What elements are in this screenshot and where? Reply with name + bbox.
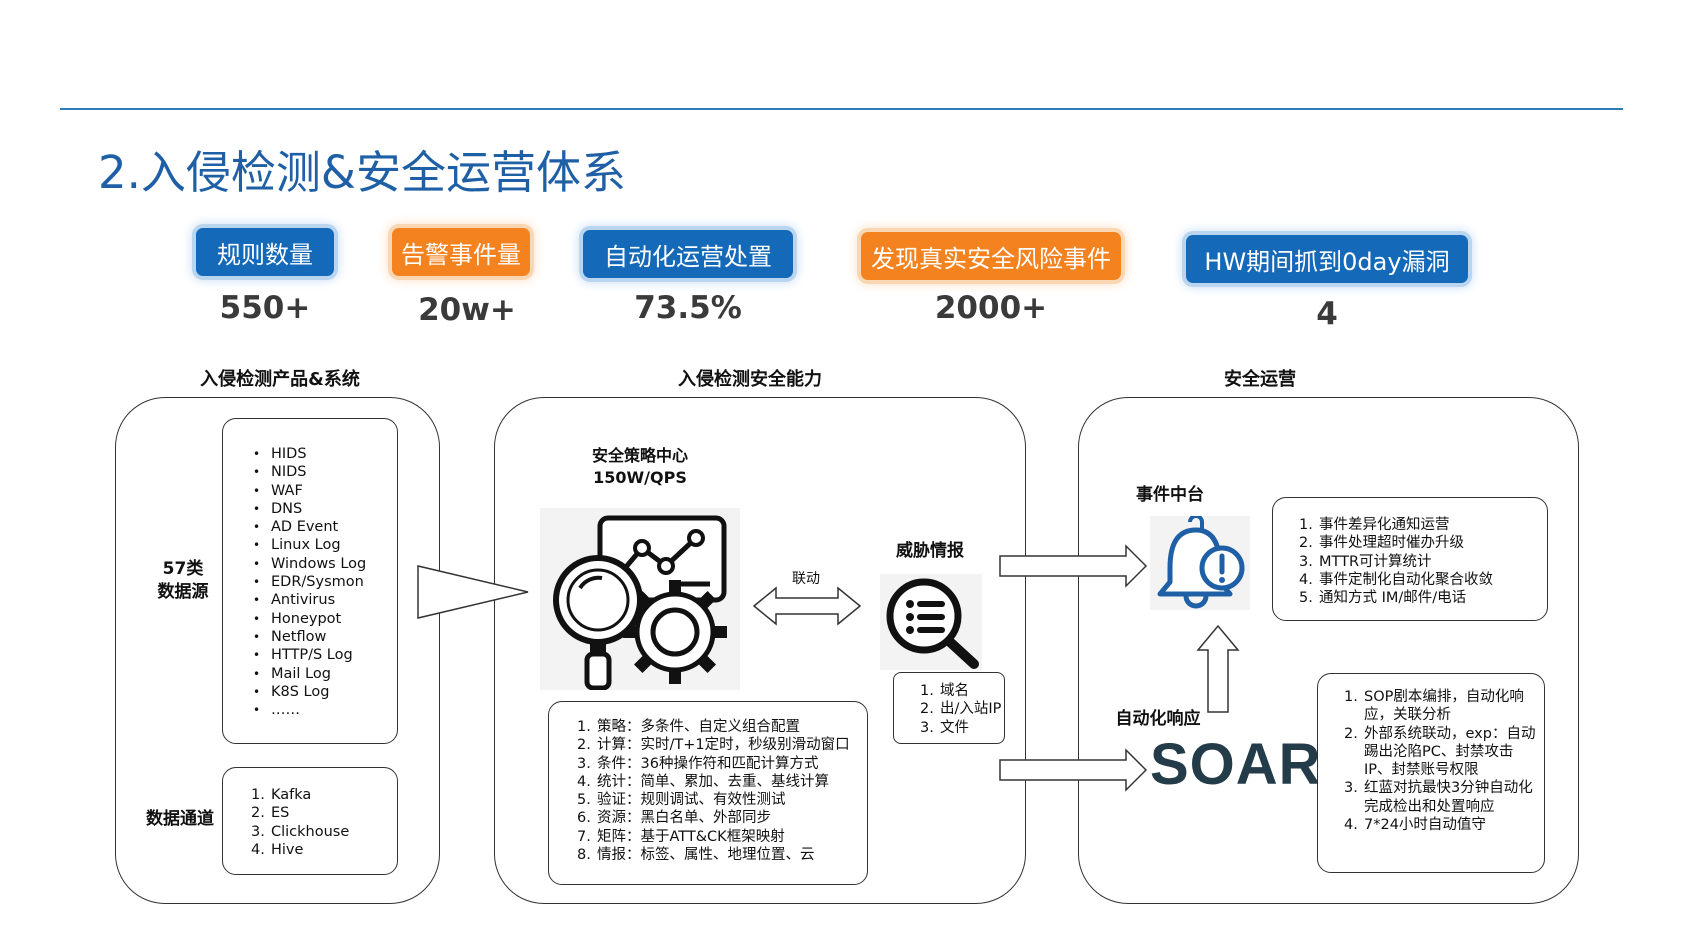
sources-label: 57类 数据源 <box>157 559 209 602</box>
arrow-to-soar <box>999 748 1148 792</box>
data-source-item: Mail Log <box>249 665 397 683</box>
kpi-badge-rules: 规则数量 <box>196 228 334 276</box>
data-source-item: EDR/Sysmon <box>249 573 397 591</box>
kpi-value-0day: 4 <box>1316 296 1338 332</box>
data-source-item: HIDS <box>249 445 397 463</box>
section-title-capability: 入侵检测安全能力 <box>678 369 822 390</box>
data-source-item: Netflow <box>249 628 397 646</box>
strategy-feature-item: 4.统计：简单、累加、去重、基线计算 <box>577 773 829 790</box>
data-source-box: HIDSNIDSWAFDNSAD EventLinux LogWindows L… <box>222 418 398 744</box>
section-title-products: 入侵检测产品&系统 <box>200 369 360 390</box>
channel-label: 数据通道 <box>146 809 214 829</box>
kpi-badge-alerts: 告警事件量 <box>392 228 530 276</box>
soar-feature-item: 1.SOP剧本编排，自动化响 应，关联分析 <box>1344 689 1524 724</box>
data-channel-item: 2.ES <box>251 805 290 822</box>
intel-item: 2.出/入站IP <box>920 701 1002 718</box>
intel-item: 3.文件 <box>920 719 969 736</box>
search-list-icon <box>880 574 982 670</box>
soar-label: SOAR <box>1150 732 1322 797</box>
soar-feature-item: 2.外部系统联动，exp：自动 踢出沦陷PC、封禁攻击 IP、封禁账号权限 <box>1344 725 1536 779</box>
data-channel-item: 4.Hive <box>251 841 304 858</box>
data-source-item: Honeypot <box>249 610 397 628</box>
link-label: 联动 <box>792 571 820 587</box>
kpi-value-risk-events: 2000+ <box>934 290 1048 326</box>
analytics-gear-icon <box>540 508 740 691</box>
data-source-item: DNS <box>249 500 397 518</box>
funnel-arrow <box>417 565 529 619</box>
event-center-label: 事件中台 <box>1136 485 1204 505</box>
strategy-feature-item: 6.资源：黑白名单、外部同步 <box>577 810 771 827</box>
page-title: 2.入侵检测&安全运营体系 <box>98 146 627 199</box>
soar-feature-item: 4.7*24小时自动值守 <box>1344 817 1486 834</box>
intel-item: 1.域名 <box>920 683 969 699</box>
event-feature-item: 5.通知方式 IM/邮件/电话 <box>1299 590 1467 607</box>
data-source-item: K8S Log <box>249 683 397 701</box>
strategy-feature-item: 5.验证：规则调试、有效性测试 <box>577 792 786 809</box>
data-source-item: WAF <box>249 482 397 500</box>
header-rule <box>60 108 1623 110</box>
event-feature-item: 3.MTTR可计算统计 <box>1299 553 1432 570</box>
kpi-badge-risk-events: 发现真实安全风险事件 <box>861 232 1121 280</box>
kpi-badge-0day: HW期间抓到0day漏洞 <box>1186 235 1468 283</box>
strategy-feature-item: 3.条件：36种操作符和匹配计算方式 <box>577 755 819 772</box>
data-source-item: Windows Log <box>249 555 397 573</box>
data-channel-item: 3.Clickhouse <box>251 823 350 840</box>
section-title-operations: 安全运营 <box>1224 369 1296 390</box>
event-feature-item: 2.事件处理超时催办升级 <box>1299 535 1464 552</box>
kpi-value-automation: 73.5% <box>634 290 742 326</box>
data-source-item: Linux Log <box>249 536 397 554</box>
data-source-item: AD Event <box>249 518 397 536</box>
strategy-feature-item: 8.情报：标签、属性、地理位置、云 <box>577 847 815 864</box>
arrow-to-event-center <box>999 544 1148 588</box>
kpi-badge-automation: 自动化运营处置 <box>583 230 793 278</box>
strategy-center-label: 安全策略中心 150W/QPS <box>591 446 688 487</box>
kpi-value-rules: 550+ <box>219 290 311 326</box>
soar-feature-item: 3.红蓝对抗最快3分钟自动化 完成检出和处置响应 <box>1344 780 1533 815</box>
data-source-item: …… <box>249 701 397 719</box>
strategy-feature-item: 2.计算：实时/T+1定时，秒级别滑动窗口 <box>577 737 850 754</box>
data-source-item: HTTP/S Log <box>249 646 397 664</box>
event-feature-item: 1.事件差异化通知运营 <box>1299 517 1450 533</box>
data-source-item: Antivirus <box>249 591 397 609</box>
strategy-feature-item: 1.策略：多条件、自定义组合配置 <box>577 719 800 735</box>
threat-intel-label: 威胁情报 <box>896 541 964 561</box>
alert-bell-icon <box>1150 514 1250 610</box>
data-channel-item: 1.Kafka <box>251 787 312 803</box>
data-source-list: HIDSNIDSWAFDNSAD EventLinux LogWindows L… <box>249 445 397 719</box>
double-arrow <box>752 586 862 626</box>
event-feature-item: 4.事件定制化自动化聚合收敛 <box>1299 571 1493 588</box>
strategy-feature-item: 7.矩阵：基于ATT&CK框架映射 <box>577 828 785 845</box>
auto-response-label: 自动化响应 <box>1115 709 1201 729</box>
kpi-value-alerts: 20w+ <box>418 292 516 328</box>
data-source-item: NIDS <box>249 463 397 481</box>
arrow-up-to-event-center <box>1196 624 1240 713</box>
